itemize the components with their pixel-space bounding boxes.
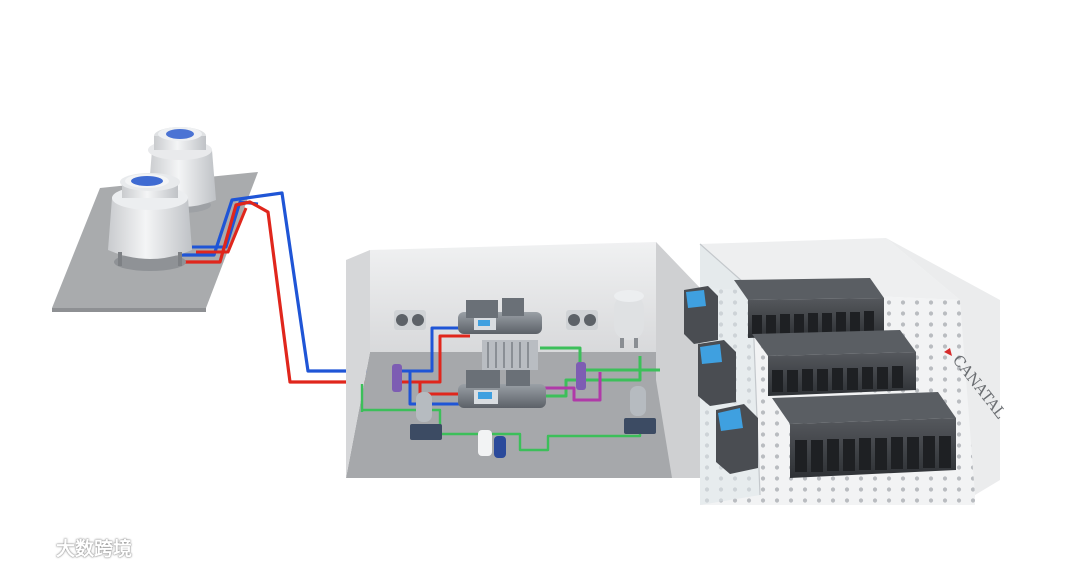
crac-unit	[684, 286, 718, 344]
watermark-logo-icon	[10, 536, 50, 558]
crac-unit	[698, 340, 736, 406]
vertical-pump	[576, 362, 586, 390]
vertical-pump	[392, 364, 402, 392]
watermark-text: 大数跨境	[56, 534, 132, 561]
pump-skid-left	[394, 310, 426, 330]
heat-exchanger	[482, 340, 538, 370]
watermark: 大数跨境	[10, 534, 132, 560]
pump-skid-right	[566, 310, 598, 330]
rack-row	[734, 278, 884, 338]
rack-row	[772, 392, 956, 478]
crac-unit	[716, 404, 758, 474]
rack-row	[752, 330, 916, 396]
